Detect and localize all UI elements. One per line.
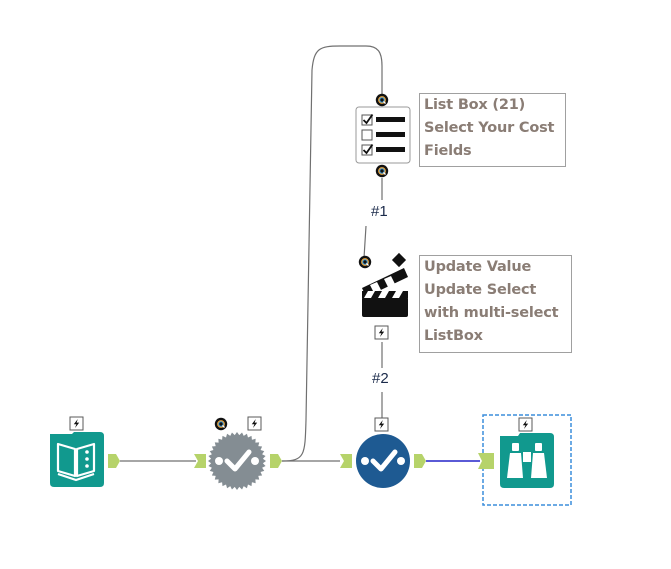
tool-action[interactable] [358, 252, 408, 340]
annotation-line: Select Your Cost [424, 120, 555, 136]
gear-checkmark [224, 449, 252, 472]
tool-check-blue[interactable] [340, 417, 426, 488]
output-anchor[interactable] [270, 454, 282, 468]
annotation-line: ListBox [424, 328, 483, 344]
tool-list-box[interactable] [355, 93, 411, 178]
checklist-icon [361, 113, 405, 156]
annotation-line: Update Value [424, 259, 532, 275]
connection-check-to-listbox [281, 45, 383, 462]
question-anchor-icon[interactable] [375, 93, 389, 107]
book-icon [56, 442, 96, 482]
input-anchor[interactable] [478, 453, 494, 469]
annotation-line: List Box (21) [424, 97, 526, 113]
checkmark-circle-icon [361, 449, 405, 472]
annotation-line: Fields [424, 143, 472, 159]
lightning-badge-icon [374, 325, 389, 340]
tool-input[interactable] [50, 416, 120, 487]
checkmark-gear-icon [208, 432, 266, 490]
question-anchor-icon[interactable] [375, 164, 389, 178]
output-anchor[interactable] [108, 454, 120, 468]
lightning-badge-icon [518, 417, 533, 432]
gear-dot-right [251, 457, 259, 465]
selection-box [482, 414, 572, 506]
annotation-line: Update Select [424, 282, 537, 298]
connection-listbox-to-action-lower [363, 225, 367, 259]
diamond-anchor-icon[interactable] [391, 252, 407, 268]
gear-dot-left [215, 457, 223, 465]
input-anchor[interactable] [340, 454, 352, 468]
connection-label-1: #1 [369, 203, 390, 220]
lightning-badge-icon [69, 416, 84, 431]
annotation-list-box[interactable]: List Box (21) Select Your Cost Fields [419, 93, 566, 167]
clapperboard-icon [362, 268, 408, 317]
lightning-badge-icon [374, 417, 389, 432]
tool-browse[interactable] [478, 414, 572, 506]
output-anchor[interactable] [414, 454, 426, 468]
binoculars-icon [507, 443, 547, 481]
question-anchor-icon[interactable] [358, 255, 372, 269]
gear-body [208, 432, 266, 490]
question-anchor-icon[interactable] [214, 417, 228, 431]
lightning-badge-icon [247, 416, 262, 431]
tool-check-gray[interactable] [194, 416, 282, 490]
connection-label-2: #2 [370, 370, 391, 387]
annotation-action[interactable]: Update Value Update Select with multi-se… [419, 255, 572, 353]
annotation-line: with multi-select [424, 305, 559, 321]
